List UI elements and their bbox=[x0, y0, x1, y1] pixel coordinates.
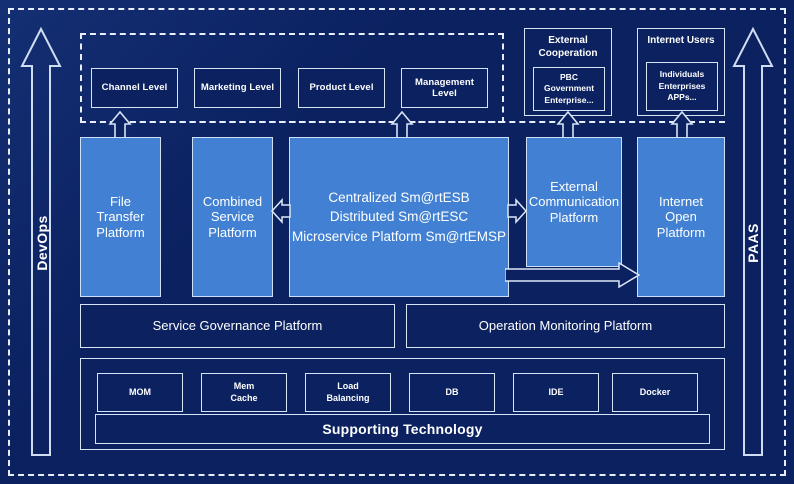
arrow-right-to-external-communication-icon bbox=[507, 198, 527, 224]
platform-label-line: Platform bbox=[96, 224, 145, 240]
external-cooperation-title: External Cooperation bbox=[538, 35, 598, 59]
platform-label-line: Communication bbox=[528, 194, 620, 210]
internet-users-title: Internet Users bbox=[647, 35, 715, 46]
internet-users-body-box: Individuals Enterprises APPs... bbox=[646, 62, 718, 111]
level-box-marketing[interactable]: Marketing Level bbox=[194, 68, 281, 108]
governance-label: Operation Monitoring Platform bbox=[478, 318, 653, 334]
platform-file-transfer[interactable]: File Transfer Platform bbox=[80, 137, 161, 297]
supporting-technology-bar[interactable]: Supporting Technology bbox=[95, 414, 710, 444]
platform-centralized-esb[interactable]: Centralized Sm@rtESB Distributed Sm@rtES… bbox=[289, 137, 509, 297]
platform-combined-service[interactable]: Combined Service Platform bbox=[192, 137, 273, 297]
platform-internet-open[interactable]: Internet Open Platform bbox=[637, 137, 725, 297]
arrow-right-to-internet-open-platform-icon bbox=[505, 262, 641, 288]
tech-label-line: Mem bbox=[233, 380, 255, 391]
tech-label: IDE bbox=[548, 386, 564, 397]
service-governance-platform-box[interactable]: Service Governance Platform bbox=[80, 304, 395, 348]
tech-label-line: Cache bbox=[230, 392, 258, 403]
platform-label-line: Platform bbox=[656, 224, 706, 240]
paas-up-arrow-icon bbox=[732, 26, 774, 458]
governance-label: Service Governance Platform bbox=[152, 318, 323, 334]
platform-label-line: Internet bbox=[658, 194, 704, 209]
platform-label-line: Platform bbox=[208, 224, 257, 240]
level-box-management[interactable]: Management Level bbox=[401, 68, 488, 108]
level-box-product[interactable]: Product Level bbox=[298, 68, 385, 108]
arrow-up-to-management-level-icon bbox=[390, 111, 414, 139]
tech-box-mem-cache[interactable]: Mem Cache bbox=[201, 373, 287, 412]
devops-up-arrow-icon bbox=[20, 26, 62, 458]
tech-label-line: Load bbox=[337, 380, 359, 391]
arrow-up-to-channel-level-icon bbox=[108, 111, 132, 139]
level-label: Product Level bbox=[309, 82, 374, 94]
platform-label-line: Centralized Sm@rtESB bbox=[328, 189, 470, 205]
operation-monitoring-platform-box[interactable]: Operation Monitoring Platform bbox=[406, 304, 725, 348]
platform-label-line: Combined bbox=[202, 194, 263, 209]
platform-label-line: Service bbox=[210, 209, 255, 225]
external-cooperation-body-box: PBC Government Enterprise... bbox=[533, 67, 605, 111]
arrow-up-to-internet-users-icon bbox=[670, 111, 694, 139]
internet-users-body: Individuals Enterprises APPs... bbox=[658, 69, 706, 103]
tech-box-docker[interactable]: Docker bbox=[612, 373, 698, 412]
tech-label: MOM bbox=[129, 386, 151, 397]
platform-label-line: Open bbox=[665, 209, 697, 225]
external-cooperation-body: PBC Government Enterprise... bbox=[543, 71, 595, 105]
outer-dashed-frame bbox=[8, 8, 786, 476]
tech-box-mom[interactable]: MOM bbox=[97, 373, 183, 412]
arrow-left-to-combined-service-icon bbox=[271, 198, 291, 224]
platform-label-line: Distributed Sm@rtESC bbox=[329, 209, 469, 225]
tech-label: Docker bbox=[639, 386, 671, 397]
devops-label: DevOps bbox=[34, 215, 50, 271]
tech-label-line: Balancing bbox=[326, 392, 370, 403]
internet-users-box[interactable]: Internet Users Individuals Enterprises A… bbox=[637, 28, 725, 116]
level-label: Management Level bbox=[414, 76, 475, 99]
level-label: Channel Level bbox=[101, 82, 168, 94]
tech-box-db[interactable]: DB bbox=[409, 373, 495, 412]
paas-label: PAAS bbox=[745, 223, 761, 263]
platform-label-line: Transfer bbox=[96, 209, 145, 225]
platform-external-communication[interactable]: External Communication Platform bbox=[526, 137, 622, 267]
tech-box-ide[interactable]: IDE bbox=[513, 373, 599, 412]
supporting-technology-label: Supporting Technology bbox=[322, 420, 483, 437]
tech-box-load-balancing[interactable]: Load Balancing bbox=[305, 373, 391, 412]
tech-label: DB bbox=[445, 386, 459, 397]
platform-label-line: Platform bbox=[549, 209, 599, 225]
platform-label-line: External bbox=[550, 179, 598, 194]
level-label: Marketing Level bbox=[200, 82, 275, 94]
arrow-up-to-external-cooperation-icon bbox=[556, 111, 580, 139]
platform-label-line: Microservice Platform Sm@rtEMSP bbox=[292, 228, 506, 244]
level-box-channel[interactable]: Channel Level bbox=[91, 68, 178, 108]
platform-label-line: File bbox=[110, 194, 131, 209]
external-cooperation-box[interactable]: External Cooperation PBC Government Ente… bbox=[524, 28, 612, 116]
